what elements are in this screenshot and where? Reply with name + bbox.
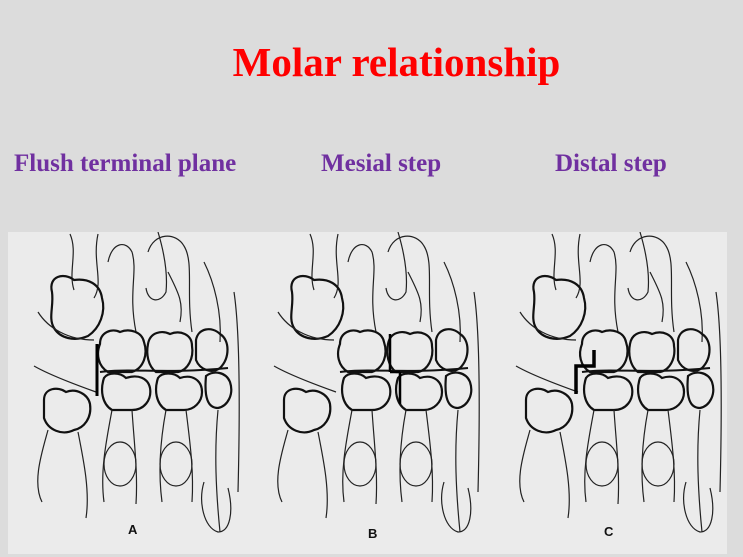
label-mesial-step: Mesial step (321, 150, 442, 177)
panel-letter-c: C (604, 524, 614, 539)
panel-letter-b: B (368, 526, 377, 541)
slide-title: Molar relationship (232, 39, 561, 85)
panel-a-drawing (32, 232, 241, 534)
distal-step-marker (574, 350, 596, 394)
panel-letter-a: A (128, 522, 138, 537)
label-flush-terminal-plane: Flush terminal plane (14, 150, 237, 177)
panel-b-drawing (272, 232, 481, 534)
label-distal-step: Distal step (555, 150, 667, 177)
molar-relationship-figure: A B C (8, 232, 727, 554)
panel-c-drawing (514, 232, 723, 534)
